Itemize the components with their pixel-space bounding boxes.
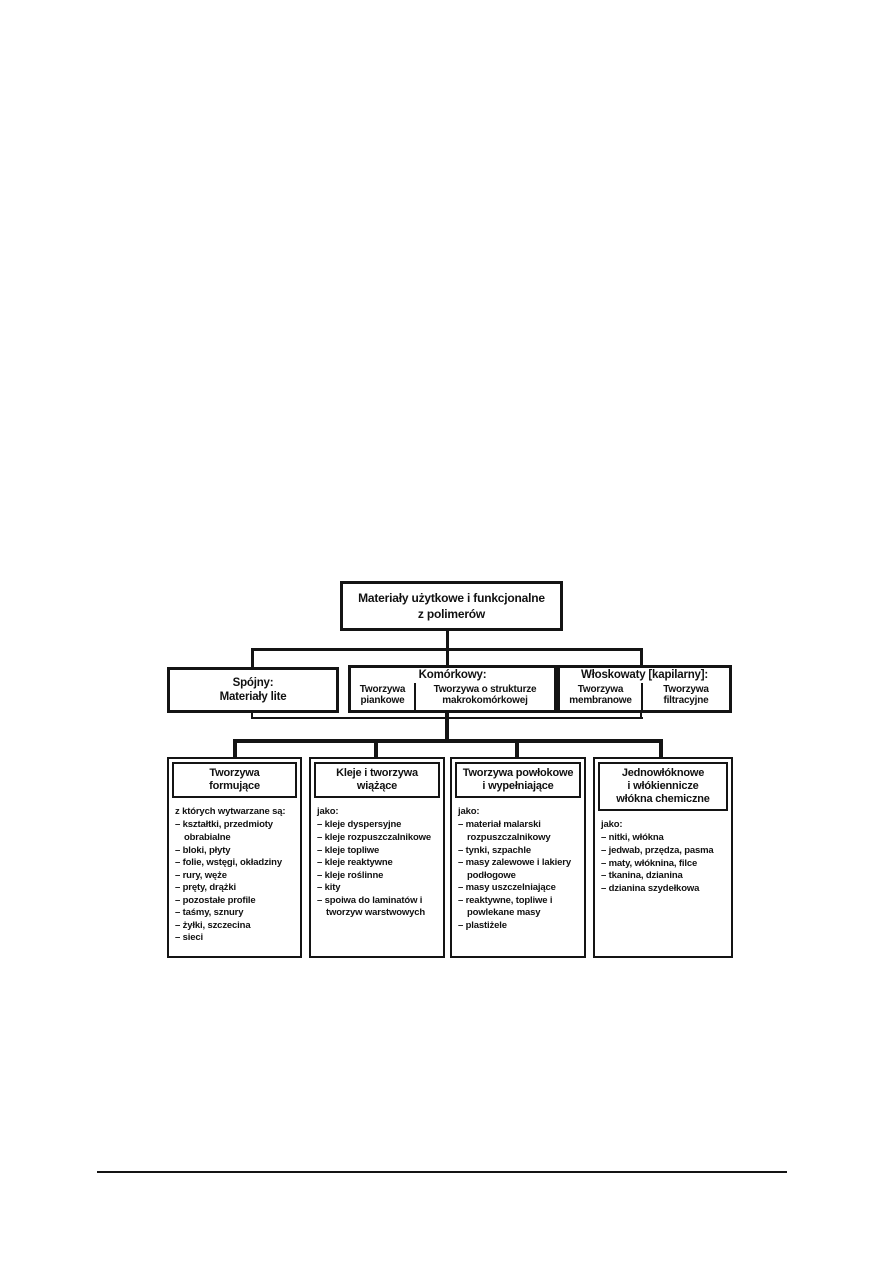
list-item: plastiżele xyxy=(458,920,581,933)
cell-tworzywa-filtracyjne: Tworzywa filtracyjne xyxy=(641,682,729,710)
tworzywa-powlokowe-list: jako: materiał malarski rozpuszczalnikow… xyxy=(452,801,584,932)
list-item: masy zalewowe i lakiery podłogowe xyxy=(458,857,581,882)
list-item: tkanina, dzianina xyxy=(601,870,728,883)
list-item: pręty, drążki xyxy=(175,882,297,895)
list-item: rury, węże xyxy=(175,870,297,883)
node-komorkowy-header: Komórkowy: xyxy=(418,669,487,681)
kleje-wiazace-list: jako: kleje dyspersyjnekleje rozpuszczal… xyxy=(311,801,443,920)
connector-row2-horizontal xyxy=(251,648,643,651)
list-item: kleje roślinne xyxy=(317,870,440,883)
root-node-label: Materiały użytkowe i funkcjonalne z poli… xyxy=(358,590,545,621)
list-item: kleje dyspersyjne xyxy=(317,819,440,832)
list-item: bloki, płyty xyxy=(175,845,297,858)
node-komorkowy: Komórkowy: Tworzywa piankowe Tworzywa o … xyxy=(348,665,557,713)
node-wloskowaty-cells: Tworzywa membranowe Tworzywa filtracyjne xyxy=(560,682,729,710)
list-item: maty, włóknina, filce xyxy=(601,858,728,871)
connector-stub-wloskowaty xyxy=(640,713,642,719)
connector-drop-komorkowy xyxy=(446,650,449,666)
list-items: kleje dyspersyjnekleje rozpuszczalnikowe… xyxy=(317,819,440,919)
list-intro: z których wytwarzane są: xyxy=(175,805,286,817)
node-tworzywa-formujace: Tworzywa formujące z których wytwarzane … xyxy=(167,757,302,958)
list-item: kształtki, przedmioty obrabialne xyxy=(175,819,297,844)
connector-center-vertical xyxy=(445,713,449,741)
connector-stub-spojny xyxy=(251,713,253,719)
connector-drop-col1 xyxy=(233,742,237,758)
wlokna-chemiczne-list: jako: nitki, włóknajedwab, przędza, pasm… xyxy=(595,814,731,895)
list-intro: jako: xyxy=(317,805,339,817)
cell-tworzywa-makrokomorkowe: Tworzywa o strukturze makrokomórkowej xyxy=(414,682,554,710)
list-item: żyłki, szczecina xyxy=(175,920,297,933)
list-item: sieci xyxy=(175,932,297,945)
node-tworzywa-powlokowe-header: Tworzywa powłokowe i wypełniające xyxy=(455,762,581,798)
list-item: folie, wstęgi, okładziny xyxy=(175,857,297,870)
node-kleje-wiazace: Kleje i tworzywa wiążące jako: kleje dys… xyxy=(309,757,445,958)
cell-tworzywa-piankowe: Tworzywa piankowe xyxy=(359,683,406,707)
connector-drop-col2 xyxy=(374,742,378,758)
node-wlokna-chemiczne: Jednowłóknowe i włókiennicze włókna chem… xyxy=(593,757,733,958)
list-item: kity xyxy=(317,882,440,895)
node-tworzywa-powlokowe: Tworzywa powłokowe i wypełniające jako: … xyxy=(450,757,586,958)
node-spojny: Spójny: Materiały lite xyxy=(167,667,339,713)
cell-tworzywa-membranowe: Tworzywa membranowe xyxy=(569,683,632,707)
connector-drop-spojny xyxy=(251,650,254,668)
node-kleje-wiazace-header: Kleje i tworzywa wiążące xyxy=(314,762,440,798)
node-wlokna-chemiczne-header: Jednowłóknowe i włókiennicze włókna chem… xyxy=(598,762,728,811)
list-item: materiał malarski rozpuszczalnikowy xyxy=(458,819,581,844)
list-items: kształtki, przedmioty obrabialnebloki, p… xyxy=(175,819,297,944)
list-item: jedwab, przędza, pasma xyxy=(601,845,728,858)
list-item: pozostałe profile xyxy=(175,895,297,908)
footer-rule xyxy=(97,1171,787,1173)
node-komorkowy-cells: Tworzywa piankowe Tworzywa o strukturze … xyxy=(351,682,554,710)
connector-drop-wloskowaty xyxy=(640,650,643,666)
list-item: tynki, szpachle xyxy=(458,845,581,858)
connector-drop-col3 xyxy=(515,742,519,758)
list-items: materiał malarski rozpuszczalnikowytynki… xyxy=(458,819,581,932)
list-intro: jako: xyxy=(458,805,480,817)
node-wloskowaty-header: Włoskowaty [kapilarny]: xyxy=(580,669,709,681)
connector-root-vertical xyxy=(446,631,449,650)
root-node: Materiały użytkowe i funkcjonalne z poli… xyxy=(340,581,563,631)
connector-row3-horizontal xyxy=(233,739,663,743)
list-item: nitki, włókna xyxy=(601,832,728,845)
node-wloskowaty: Włoskowaty [kapilarny]: Tworzywa membran… xyxy=(557,665,732,713)
tworzywa-formujace-list: z których wytwarzane są: kształtki, prze… xyxy=(169,801,300,945)
list-item: kleje reaktywne xyxy=(317,857,440,870)
list-item: kleje topliwe xyxy=(317,845,440,858)
list-item: dzianina szydełkowa xyxy=(601,883,728,896)
list-items: nitki, włóknajedwab, przędza, pasmamaty,… xyxy=(601,832,728,895)
list-intro: jako: xyxy=(601,818,623,830)
list-item: reaktywne, topliwe i powlekane masy xyxy=(458,895,581,920)
list-item: kleje rozpuszczalnikowe xyxy=(317,832,440,845)
list-item: masy uszczelniające xyxy=(458,882,581,895)
connector-drop-col4 xyxy=(659,742,663,758)
node-tworzywa-formujace-header: Tworzywa formujące xyxy=(172,762,297,798)
node-spojny-label: Spójny: Materiały lite xyxy=(219,676,287,703)
list-item: spoiwa do laminatów i tworzyw warstwowyc… xyxy=(317,895,440,920)
list-item: taśmy, sznury xyxy=(175,907,297,920)
